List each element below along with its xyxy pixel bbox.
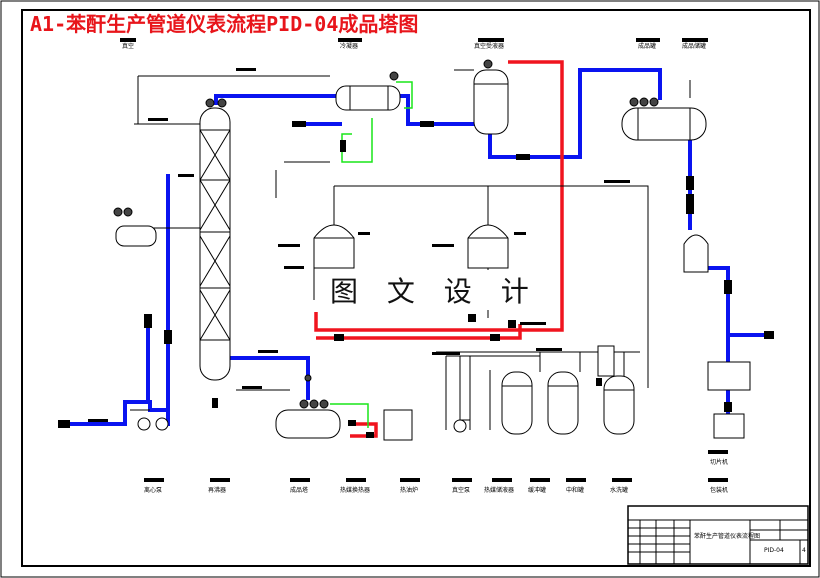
label-r1: 切片机 [710,458,728,466]
drawing-number: PID-04 [764,547,784,554]
right-vessel [683,234,751,439]
middle-vessels [313,224,509,269]
label-receiver: 真空受液器 [474,42,504,50]
drawing-frame [21,9,811,567]
watermark: 图 文 设 计 [326,270,543,310]
label-pump-1: 离心泵 [144,486,162,494]
label-b2: 热媒换热器 [340,486,370,494]
label-condenser: 冷凝器 [340,42,358,50]
label-product-tank-2: 成品储罐 [682,42,706,50]
label-b1: 成品塔 [290,486,308,494]
red-pipes [314,60,564,438]
label-b7: 中和罐 [566,486,584,494]
label-b4: 真空泵 [452,486,470,494]
title-block [627,505,809,565]
instrument-bubbles [113,59,659,409]
drawing-name: 苯酐生产管道仪表流程图 [694,532,760,540]
page-title: A1-苯酐生产管道仪表流程PID-04成品塔图 [30,12,419,36]
equipment-tags [120,38,728,482]
label-r2: 包装机 [710,486,728,494]
label-b6: 缓冲罐 [528,486,546,494]
sheet-number: 4 [802,547,806,554]
label-b8: 水洗罐 [610,486,628,494]
label-b3: 热油炉 [400,486,418,494]
green-pipes [330,81,413,428]
valves [58,68,774,438]
label-pump-2: 再沸器 [208,486,226,494]
label-product-tank-1: 成品罐 [638,42,656,50]
distillation-column [199,107,231,381]
product-tank [621,107,707,141]
receiver-vessel [473,69,509,135]
pumps [137,417,467,433]
label-vacuum: 真空 [122,42,134,50]
label-b5: 热媒储液器 [484,486,514,494]
left-tank [115,225,157,247]
bottom-vessels [459,345,635,435]
reboiler-tank [275,409,413,441]
condenser [335,85,401,111]
